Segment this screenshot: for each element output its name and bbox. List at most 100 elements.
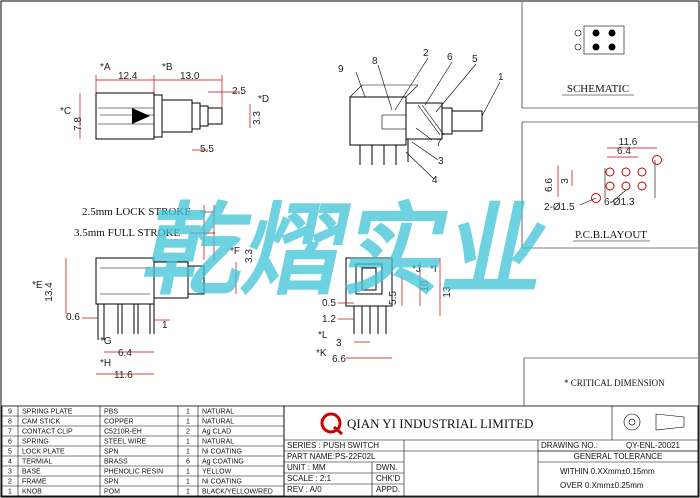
critical-dimension-panel: * CRITICAL DIMENSION (523, 357, 698, 406)
bom-cell-part: SPRING (22, 439, 49, 446)
dim-5-5-front: 5.5 (388, 291, 399, 305)
dim-h-label: *H (100, 358, 111, 369)
schematic-panel: SCHEMATIC (521, 2, 698, 109)
bom-cell-no: 6 (8, 439, 12, 446)
bom-cell-qty: 1 (186, 489, 190, 496)
callout-8: 8 (372, 56, 378, 67)
pcb-layout-label: P.C.B.LAYOUT (575, 229, 647, 241)
callout-6: 6 (447, 52, 453, 63)
dim-c-value: 7.8 (73, 117, 84, 131)
tolerance-over: OVER 0.Xmm±0.25mm (560, 481, 644, 490)
lock-stroke-label: 2.5mm LOCK STROKE (82, 206, 191, 218)
callout-9: 9 (338, 64, 344, 75)
bom-cell-part: TERMIAL (22, 459, 52, 466)
full-stroke-label: 3.5mm FULL STROKE (74, 227, 181, 239)
bom-cell-material: COPPER (104, 419, 134, 426)
dim-b-value: 13.0 (180, 71, 200, 82)
general-tolerance-label: GENERAL TOLERANCE (574, 452, 663, 461)
dwn-label: DWN. (376, 463, 397, 472)
tolerance-within: WITHIN 0.XXmm±0.15mm (560, 467, 655, 476)
bom-cell-no: 5 (8, 449, 12, 456)
bom-cell-no: 8 (8, 419, 12, 426)
bom-cell-finish: BLACK/YELLOW/RED (202, 489, 273, 496)
bom-cell-no: 9 (8, 409, 12, 416)
dim-5-5-top: 5.5 (200, 144, 214, 155)
bom-cell-material: SPN (104, 449, 118, 456)
bom-cell-qty: 1 (186, 409, 190, 416)
dim-i-label: *I (430, 264, 437, 275)
bom-cell-part: SPRING PLATE (22, 409, 73, 416)
callout-4: 4 (432, 175, 438, 186)
bom-cell-qty: 1 (186, 419, 190, 426)
dim-l-label: *L (318, 330, 328, 341)
dim-1: 1 (162, 320, 168, 331)
company-logo (320, 412, 342, 434)
top-view: *A 12.4 *B 13.0 *C 7.8 *D 3.3 2.5 5.5 (60, 62, 269, 155)
company-name: QIAN YI INDUSTRIAL LIMITED (347, 416, 533, 431)
pcb-dim-6-4: 6.4 (617, 146, 631, 157)
rev-label: REV : A/0 (287, 485, 322, 494)
bom-cell-part: BASE (22, 469, 41, 476)
dim-g-label: *G (100, 336, 112, 347)
bom-cell-no: 1 (8, 489, 12, 496)
bom-cell-no: 7 (8, 429, 12, 436)
bom-cell-qty: 6 (186, 459, 190, 466)
dim-b-label: *B (162, 62, 173, 73)
dim-g-value: 6.4 (118, 348, 132, 359)
dim-e-value: 13.4 (44, 282, 55, 302)
part-name-label: PART NAME:PS-22F02L (287, 452, 376, 461)
dim-f-label: *F (230, 246, 240, 257)
unit-label: UNIT : MM (287, 463, 326, 472)
dim-k-value: 6.6 (332, 354, 346, 365)
bom-cell-qty: 1 (186, 449, 190, 456)
bom-cell-material: PBS (104, 409, 118, 416)
bom-cell-part: CAM STICK (22, 419, 60, 426)
bom-cell-qty: 1 (186, 439, 190, 446)
bom-cell-finish: Ag COATING (202, 459, 244, 466)
company-watermark: 乾熠实业 (134, 192, 559, 309)
side-view: *E 13.4 *F 3.3 0.6 1 *G 6.4 *H 11.6 (32, 246, 255, 381)
appd-label: APPD. (376, 485, 400, 494)
bom-cell-finish: Ni COATING (202, 479, 242, 486)
chkd-label: CHK'D (376, 474, 400, 483)
pcb-dim-11-6: 11.6 (619, 137, 638, 148)
front-view: *I 13 *J 10 5.5 0.5 1.2 *L 3 *K 6.6 (316, 257, 453, 365)
dim-0-5: 0.5 (322, 298, 336, 309)
dim-d-value: 3.3 (252, 111, 263, 125)
bom-cell-material: SPN (104, 479, 118, 486)
bom-cell-no: 2 (8, 479, 12, 486)
pcb-dim-3: 3 (560, 178, 571, 184)
bom-cell-part: FRAME (22, 479, 47, 486)
callout-2: 2 (423, 48, 429, 59)
bom-cell-finish: NATURAL (202, 439, 234, 446)
bom-cell-material: STEEL WIRE (104, 439, 146, 446)
drawing-no-value: QY-ENL-20021 (626, 441, 681, 450)
dim-a-value: 12.4 (118, 71, 138, 82)
dim-e-label: *E (32, 280, 43, 291)
exploded-callout-view: 9 8 2 6 5 1 7 3 4 (338, 48, 504, 186)
bom-cell-material: POM (104, 489, 120, 496)
series-label: SERIES : PUSH SWITCH (287, 441, 379, 450)
bom-cell-finish: NATURAL (202, 409, 234, 416)
bom-cell-no: 4 (8, 459, 12, 466)
callout-3: 3 (438, 156, 444, 167)
dim-l-value: 3 (336, 338, 342, 349)
callout-5: 5 (472, 54, 478, 65)
title-block: QIAN YI INDUSTRIAL LIMITED SERIES : PUSH… (283, 405, 699, 497)
dim-2-5: 2.5 (232, 86, 246, 97)
bom-cell-material: PHENOLIC RESIN (104, 469, 163, 476)
dim-j-value: 10 (420, 280, 431, 292)
bom-cell-finish: YELLOW (202, 469, 232, 476)
bom-cell-material: BRASS (104, 459, 128, 466)
dim-h-value: 11.6 (114, 370, 133, 381)
dim-i-value: 13 (442, 286, 453, 298)
pcb-dim-6-6: 6.6 (544, 178, 555, 192)
critical-dimension-label: * CRITICAL DIMENSION (564, 378, 665, 388)
dim-0-6: 0.6 (66, 312, 80, 323)
pcb-hole-1-5: 2-Ø1.5 (544, 202, 575, 213)
callout-1: 1 (498, 72, 504, 83)
bom-cell-part: LOCK PLATE (22, 449, 65, 456)
